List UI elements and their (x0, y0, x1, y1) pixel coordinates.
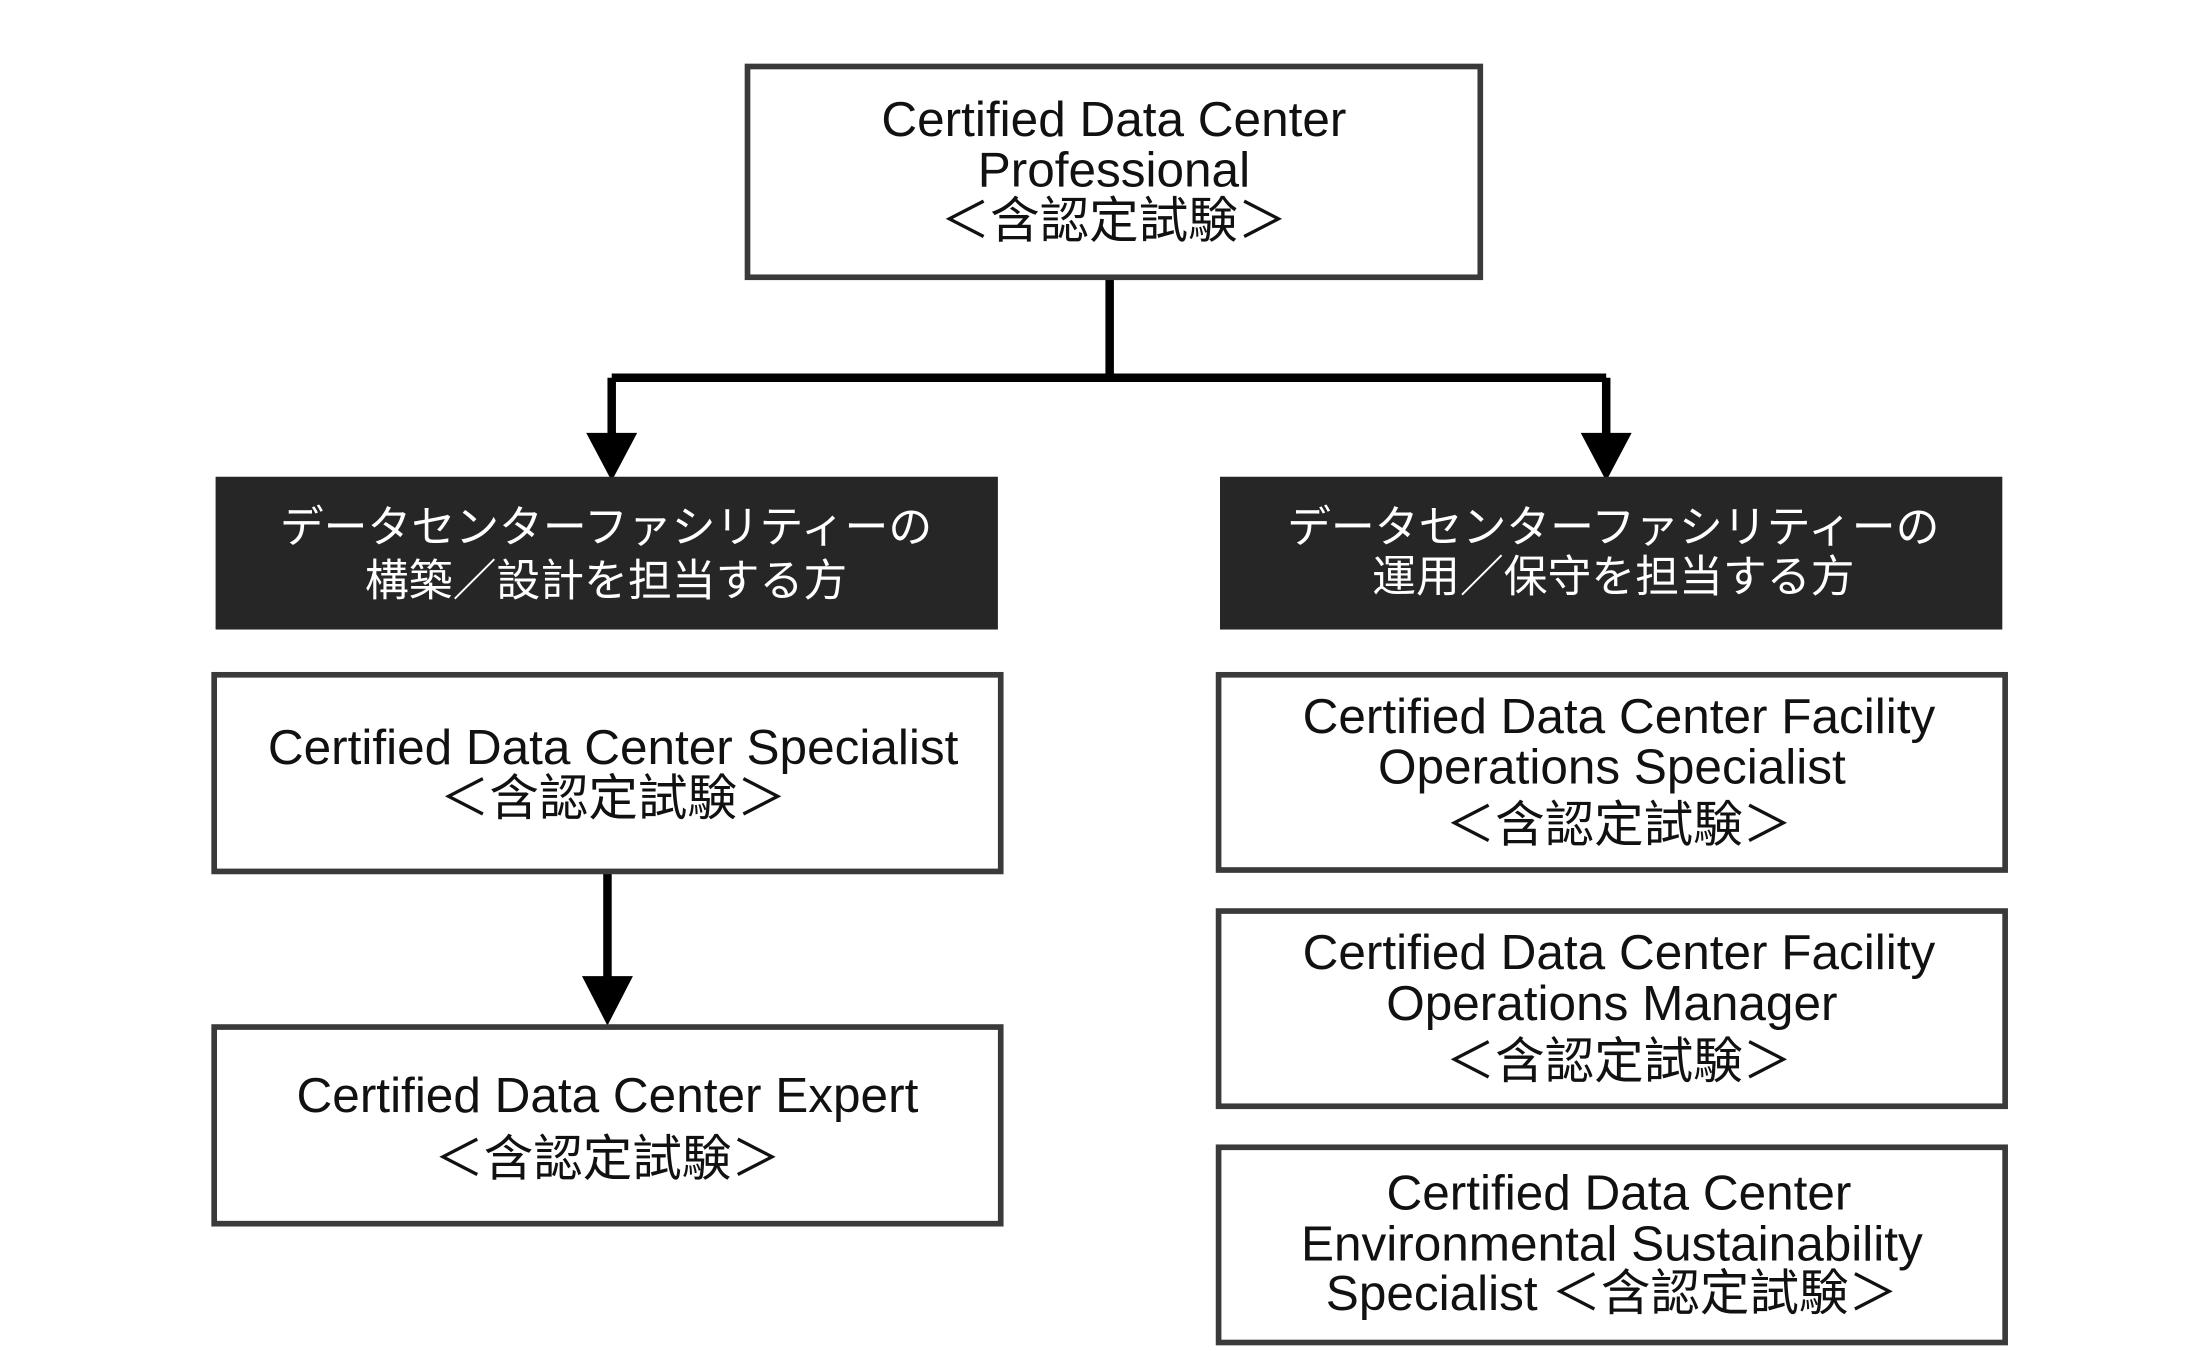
cdfos-box: Certified Data Center Facility Operation… (1215, 671, 2008, 873)
box-line: Operations Specialist (1378, 740, 1846, 795)
box-line: Environmental Sustainability (1301, 1216, 1923, 1271)
box-line: Operations Manager (1386, 976, 1837, 1031)
box-line: Certified Data Center Facility (1303, 925, 1936, 980)
box-line: ＜含認定試験＞ (941, 194, 1288, 249)
box-line: Certified Data Center (881, 92, 1346, 147)
header-line: 構築／設計を担当する方 (365, 557, 847, 606)
connectors (581, 277, 1632, 1026)
right-header: データセンターファシリティーの 運用／保守を担当する方 (1220, 476, 2003, 630)
cdess-box: Certified Data Center Environmental Sust… (1215, 1144, 2008, 1346)
box-line: Certified Data Center (1386, 1166, 1851, 1221)
box-line: Specialist ＜含認定試験＞ (1326, 1266, 1898, 1321)
arrow-right-icon (1580, 432, 1632, 481)
arrow-left-icon (586, 432, 638, 481)
header-line: 運用／保守を担当する方 (1372, 552, 1854, 601)
header-line: データセンターファシリティーの (280, 503, 932, 552)
box-line: ＜含認定試験＞ (434, 1132, 781, 1187)
arrow-down-icon (581, 976, 633, 1026)
header-line: データセンターファシリティーの (1287, 503, 1939, 552)
cdce-box: Certified Data Center Expert ＜含認定試験＞ (211, 1024, 1004, 1227)
box-line: Certified Data Center Expert (297, 1068, 919, 1123)
cdcp-box: Certified Data Center Professional ＜含認定試… (744, 63, 1484, 281)
cdfom-box: Certified Data Center Facility Operation… (1215, 908, 2008, 1110)
box-line: Certified Data Center Facility (1303, 689, 1936, 744)
box-line: ＜含認定試験＞ (440, 771, 787, 826)
box-line: ＜含認定試験＞ (1446, 798, 1793, 853)
box-line: Professional (978, 143, 1250, 198)
box-line: ＜含認定試験＞ (1446, 1034, 1793, 1089)
cdcs-box: Certified Data Center Specialist ＜含認定試験＞ (211, 671, 1004, 875)
box-line: Certified Data Center Specialist (268, 720, 959, 775)
left-header: データセンターファシリティーの 構築／設計を担当する方 (215, 476, 998, 630)
